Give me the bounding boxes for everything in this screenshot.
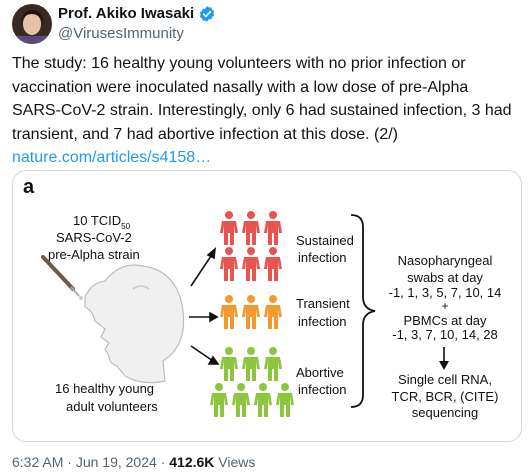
author-block: Prof. Akiko Iwasaki @VirusesImmunity — [58, 4, 216, 44]
views-label: Views — [218, 454, 256, 470]
volunteers-line2: adult volunteers — [66, 399, 158, 414]
abortive-label1: Abortive — [296, 365, 344, 380]
tweet-body: The study: 16 healthy young volunteers w… — [12, 55, 512, 143]
views-count: 412.6K — [169, 454, 215, 470]
down-arrow-icon — [439, 347, 449, 370]
transient-label1: Transient — [296, 296, 350, 311]
person-icon — [264, 295, 282, 329]
tweet-date[interactable]: Jun 19, 2024 — [75, 454, 157, 470]
person-icon — [242, 295, 260, 329]
tweet-time[interactable]: 6:32 AM — [12, 454, 64, 470]
author-name[interactable]: Prof. Akiko Iwasaki — [58, 5, 195, 22]
sampling-line3: -1, 1, 3, 5, 7, 10, 14 — [389, 285, 502, 300]
dose-line3: pre-Alpha strain — [48, 247, 140, 262]
dose-line1: 10 TCID50 — [73, 213, 131, 231]
person-icon — [210, 383, 228, 417]
meta-separator-2: · — [160, 454, 166, 470]
author-name-row: Prof. Akiko Iwasaki — [58, 4, 216, 24]
verified-badge-icon — [200, 6, 215, 22]
person-icon — [242, 211, 260, 245]
person-icon — [220, 347, 238, 381]
panel-letter: a — [23, 176, 35, 198]
sampling-block: Nasopharyngeal swabs at day -1, 1, 3, 5,… — [389, 253, 502, 342]
sampling-plus: + — [441, 299, 448, 313]
sustained-label2: infection — [298, 250, 346, 265]
volunteers-line1: 16 healthy young — [55, 381, 154, 396]
person-icon — [264, 347, 282, 381]
person-icon — [254, 383, 272, 417]
sampling-line4: PBMCs at day — [403, 313, 487, 328]
author-avatar[interactable] — [12, 4, 52, 44]
person-icon — [220, 247, 238, 281]
outputs-block: Single cell RNA, TCR, BCR, (CITE) sequen… — [392, 372, 499, 420]
outputs-line1: Single cell RNA, — [398, 372, 492, 387]
media-image[interactable]: a 10 TCID50 SARS-CoV-2 pre-Alpha strain … — [12, 170, 522, 442]
people-groups — [210, 211, 294, 417]
person-icon — [232, 383, 250, 417]
sampling-line5: -1, 3, 7, 10, 14, 28 — [392, 327, 498, 342]
curly-brace-icon — [350, 214, 376, 408]
person-icon — [264, 211, 282, 245]
sustained-label1: Sustained — [296, 233, 354, 248]
person-icon — [242, 247, 260, 281]
study-design-figure: a 10 TCID50 SARS-CoV-2 pre-Alpha strain … — [23, 176, 502, 420]
outputs-line2: TCR, BCR, (CITE) — [392, 389, 499, 404]
person-icon — [242, 347, 260, 381]
person-icon — [220, 295, 238, 329]
abortive-label2: infection — [298, 382, 346, 397]
person-icon — [276, 383, 294, 417]
pipette-icon — [41, 255, 83, 300]
sampling-line2: swabs at day — [407, 270, 483, 285]
tweet-text: The study: 16 healthy young volunteers w… — [12, 52, 520, 170]
article-link[interactable]: nature.com/articles/s4158… — [12, 149, 212, 166]
dose-line2: SARS-CoV-2 — [56, 230, 132, 245]
head-profile-icon — [84, 264, 185, 384]
transient-label2: infection — [298, 314, 346, 329]
tweet-meta: 6:32 AM · Jun 19, 2024 · 412.6K Views — [12, 453, 255, 471]
person-icon — [264, 247, 282, 281]
group-arrows — [189, 247, 220, 365]
outputs-line3: sequencing — [412, 405, 479, 420]
person-icon — [220, 211, 238, 245]
meta-separator: · — [67, 454, 72, 470]
sampling-line1: Nasopharyngeal — [398, 253, 493, 268]
author-handle[interactable]: @VirusesImmunity — [58, 25, 184, 42]
